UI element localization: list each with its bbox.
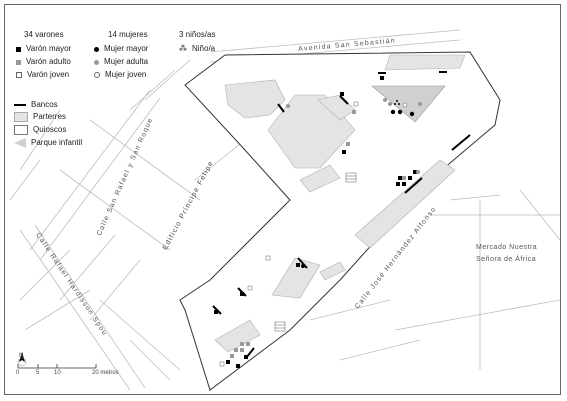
parque-infantil-area [371,85,446,123]
street-lines [9,29,561,391]
mujer-adulta-swatch [94,59,99,65]
varon-adulto-swatch [16,59,21,65]
people-markers [214,76,422,368]
nino-label: Niño/a [192,44,216,53]
kiosk-swatch-icon [14,125,28,135]
north-arrow [17,352,27,367]
bench-swatch-icon [14,104,26,106]
mujer-adulta-label: Mujer adulta [104,57,149,66]
scale-tick-10: 10 [54,370,61,376]
parterre-swatch-icon [14,112,28,122]
legend-varon-joven: Varón joven [16,70,69,80]
label-mercado-2: Señora de África [476,256,537,263]
bancos [212,71,471,359]
label-mercado-1: Mercado Nuestra [476,244,538,251]
legend-mujer-mayor: Mujer mayor [94,44,148,54]
legend-varon-adulto: Varón adulto [16,57,71,67]
legend-bancos: Bancos [14,100,58,110]
plaza-outline [179,51,501,391]
playground-swatch-icon [14,138,26,148]
varon-joven-label: Varón joven [27,70,70,79]
parterres-label: Parterres [33,112,66,121]
parque-label: Parque infantil [31,138,83,147]
legend-nino: ⁂ Niño/a [179,44,215,54]
parterres [214,54,466,353]
varon-joven-swatch [16,72,22,78]
legend-parterres: Parterres [14,112,66,122]
varon-adulto-label: Varón adulto [26,57,71,66]
nino-swatch-icon: ⁂ [179,44,187,53]
bancos-label: Bancos [31,100,58,109]
legend-varon-mayor: Varón mayor [16,44,71,54]
scale-bar [17,364,97,369]
legend-count-children: 3 niños/as [179,30,216,39]
scale-tick-5: 5 [36,370,40,376]
legend-count-women: 14 mujeres [108,30,148,39]
scale-tick-0: 0 [16,370,20,376]
scale-tick-20: 20 metros [92,370,119,376]
mujer-mayor-label: Mujer mayor [104,44,149,53]
mujer-joven-swatch [94,72,100,78]
legend-mujer-adulta: Mujer adulta [94,57,148,67]
legend-mujer-joven: Mujer joven [94,70,146,80]
legend-parque: Parque infantil [14,138,82,148]
legend-quioscos: Quioscos [14,125,66,135]
quioscos-label: Quioscos [33,125,67,134]
north-label: N [19,353,24,359]
varon-mayor-label: Varón mayor [26,44,72,53]
map-frame [4,4,561,395]
quioscos [274,172,357,332]
legend-count-men: 34 varones [24,30,64,39]
mujer-joven-label: Mujer joven [105,70,147,79]
varon-mayor-swatch [16,46,21,52]
mujer-mayor-swatch [94,46,99,52]
